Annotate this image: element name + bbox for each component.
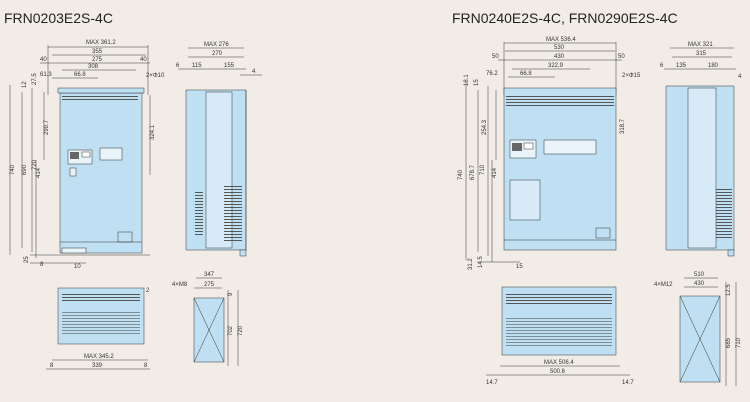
dimension-label: 15 — [516, 264, 523, 270]
right-front-dimensions: MAX 536.4 530 430 322.9 66.8 76.2 50 50 … — [458, 37, 641, 270]
dimension-label: 4 — [252, 69, 256, 75]
dimension-label: 500.6 — [550, 369, 566, 375]
dimension-label: MAX 276 — [204, 42, 229, 48]
dimension-label: 530 — [554, 45, 565, 51]
dimension-label: 414 — [492, 167, 498, 178]
dimension-label: 76.2 — [486, 71, 498, 77]
dimension-label: 14.5 — [478, 256, 484, 268]
dimension-label: 31.2 — [468, 258, 474, 270]
dimension-label: 324.1 — [150, 124, 156, 140]
dimension-label: 9 — [228, 292, 234, 296]
dimension-label: 27.5 — [32, 73, 38, 85]
dimension-label: 14.7 — [486, 380, 498, 386]
dimension-label: 8 — [40, 262, 44, 268]
dimension-label: 61.3 — [40, 72, 52, 78]
dimension-label: 685 — [726, 337, 732, 348]
dimension-label: 6 — [176, 63, 180, 69]
right-model-title: FRN0240E2S-4C, FRN0290E2S-4C — [452, 10, 678, 26]
dimension-label: 355 — [92, 49, 103, 55]
screw-label: 4×M8 — [172, 282, 188, 288]
dimension-label: 322.9 — [548, 63, 564, 69]
dimension-label: 25 — [24, 256, 30, 263]
dimension-label: 318.7 — [620, 118, 626, 134]
dimension-label: 8 — [50, 363, 54, 369]
dimension-label: 135 — [676, 63, 687, 69]
dimension-label: 50 — [618, 54, 625, 60]
dimension-label: 710 — [480, 164, 486, 175]
dimension-label: 66.8 — [74, 72, 86, 78]
dimension-label: 6 — [660, 63, 664, 69]
dimension-label: 18.1 — [464, 74, 470, 86]
dimension-label: 4 — [738, 74, 742, 80]
dimension-label: MAX 345.2 — [84, 354, 114, 360]
dimension-label: 702 — [228, 325, 234, 336]
dimension-label: 14.7 — [622, 380, 634, 386]
dimension-label: 414 — [36, 167, 42, 178]
dimension-label: 710 — [736, 337, 742, 348]
dimension-label: 15 — [474, 79, 480, 86]
dimension-label: 299.7 — [44, 119, 50, 135]
dimension-label: 690 — [22, 164, 28, 175]
dimension-label: 430 — [694, 281, 705, 287]
dimension-label: MAX 321 — [688, 42, 713, 48]
dimension-label: 339 — [92, 363, 103, 369]
dimension-label: 308 — [88, 64, 99, 70]
dimension-label: 12.5 — [726, 284, 732, 296]
dimension-label: 430 — [554, 54, 565, 60]
right-bottom-dimensions: MAX 506.4 500.6 14.7 14.7 — [486, 360, 634, 386]
dimension-label: 40 — [40, 57, 47, 63]
dimension-label: 510 — [694, 272, 705, 278]
dimension-label: 50 — [492, 54, 499, 60]
left-model-title: FRN0203E2S-4C — [4, 10, 113, 26]
dimension-label: 115 — [192, 63, 202, 69]
dimension-label: 275 — [204, 282, 215, 288]
dimension-label: 347 — [204, 272, 215, 278]
dimension-label: 8 — [144, 363, 148, 369]
dimension-label: MAX 361.2 — [86, 40, 116, 46]
dimension-label: 740 — [10, 164, 16, 175]
dimension-label: 40 — [140, 57, 147, 63]
dimension-label: 270 — [212, 51, 223, 57]
screw-label: 4×M12 — [654, 282, 673, 288]
right-side-dimensions: MAX 321 315 135 180 6 4 — [660, 42, 742, 80]
dimension-label: 678.7 — [470, 164, 476, 180]
right-mount-dimensions: 4×M12 510 430 12.5 685 710 — [654, 272, 742, 348]
left-bottom-dimensions: 2 MAX 345.2 339 8 8 — [50, 288, 150, 369]
dimension-label: 254.3 — [482, 119, 488, 135]
dimension-label: 740 — [458, 169, 464, 180]
dimension-label: 66.8 — [520, 71, 532, 77]
hole-label: 2×Φ10 — [146, 73, 165, 79]
dimension-label: 720 — [32, 159, 38, 170]
dimension-label: 180 — [708, 63, 719, 69]
dimension-label: 2 — [146, 288, 150, 294]
dimension-label: 12 — [22, 81, 28, 88]
dimension-label: 720 — [238, 325, 244, 336]
dimension-label: 155 — [224, 63, 235, 69]
hole-label: 2×Φ15 — [622, 73, 641, 79]
dimension-label: 10 — [74, 264, 81, 270]
dimension-label: 315 — [696, 51, 707, 57]
dimension-label: MAX 536.4 — [546, 37, 576, 43]
left-mount-dimensions: 4×M8 347 275 9 702 720 — [172, 272, 244, 336]
left-front-dimensions: MAX 361.2 355 275 308 66.8 61.3 40 40 2×… — [10, 40, 165, 270]
dimension-label: 275 — [92, 57, 103, 63]
left-side-dimensions: MAX 276 270 115 155 6 4 — [176, 42, 256, 75]
dimension-label: MAX 506.4 — [544, 360, 574, 366]
